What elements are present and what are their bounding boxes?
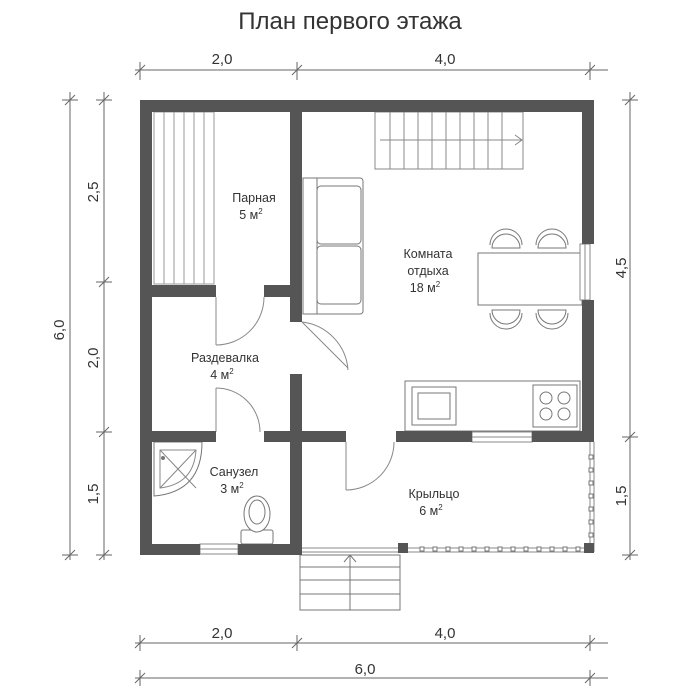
room-name-bathroom: Санузел	[210, 465, 259, 479]
room-area-bathroom: 3 м2	[220, 481, 244, 496]
dining-table	[477, 228, 583, 330]
room-name-rest-line2: отдыха	[407, 264, 448, 278]
dim-right-top: 4,5	[613, 258, 630, 279]
plan-title: План первого этажа	[238, 8, 462, 35]
dim-bottom-left: 2,0	[212, 625, 233, 642]
room-area-rest: 18 м2	[410, 280, 441, 295]
room-area-changing: 4 м2	[210, 367, 234, 382]
dim-right-bottom: 1,5	[613, 486, 630, 507]
room-label-steam: Парная 5 м2	[232, 191, 276, 222]
dim-bottom-total: 6,0	[355, 661, 376, 678]
dim-left-top: 2,5	[85, 182, 102, 203]
dim-left-bottom: 1,5	[85, 484, 102, 505]
dim-top-right: 4,0	[435, 51, 456, 68]
sofa	[302, 177, 364, 315]
room-label-rest: Комната отдыха 18 м2	[404, 247, 453, 295]
sauna-bench	[153, 111, 215, 285]
porch-deck	[299, 442, 595, 555]
kitchen-counter	[404, 380, 581, 432]
porch-steps	[299, 554, 401, 611]
room-area-porch: 6 м2	[419, 503, 443, 518]
room-name-rest-line1: Комната	[404, 247, 453, 261]
staircase	[374, 111, 524, 170]
dim-left-middle: 2,0	[85, 348, 102, 369]
room-label-bathroom: Санузел 3 м2	[210, 465, 259, 496]
dim-left-total: 6,0	[51, 320, 68, 341]
shower-cabin	[153, 441, 203, 497]
doors	[215, 296, 395, 491]
room-name-steam: Парная	[232, 191, 276, 205]
dim-bottom-right: 4,0	[435, 625, 456, 642]
dim-top-left: 2,0	[212, 51, 233, 68]
room-label-porch: Крыльцо 6 м2	[409, 487, 460, 518]
walls	[140, 100, 594, 555]
dimension-lines	[62, 62, 638, 686]
room-name-porch: Крыльцо	[409, 487, 460, 501]
room-name-changing: Раздевалка	[191, 351, 259, 365]
toilet	[240, 495, 274, 545]
room-area-steam: 5 м2	[239, 207, 263, 222]
room-label-changing: Раздевалка 4 м2	[191, 351, 259, 382]
